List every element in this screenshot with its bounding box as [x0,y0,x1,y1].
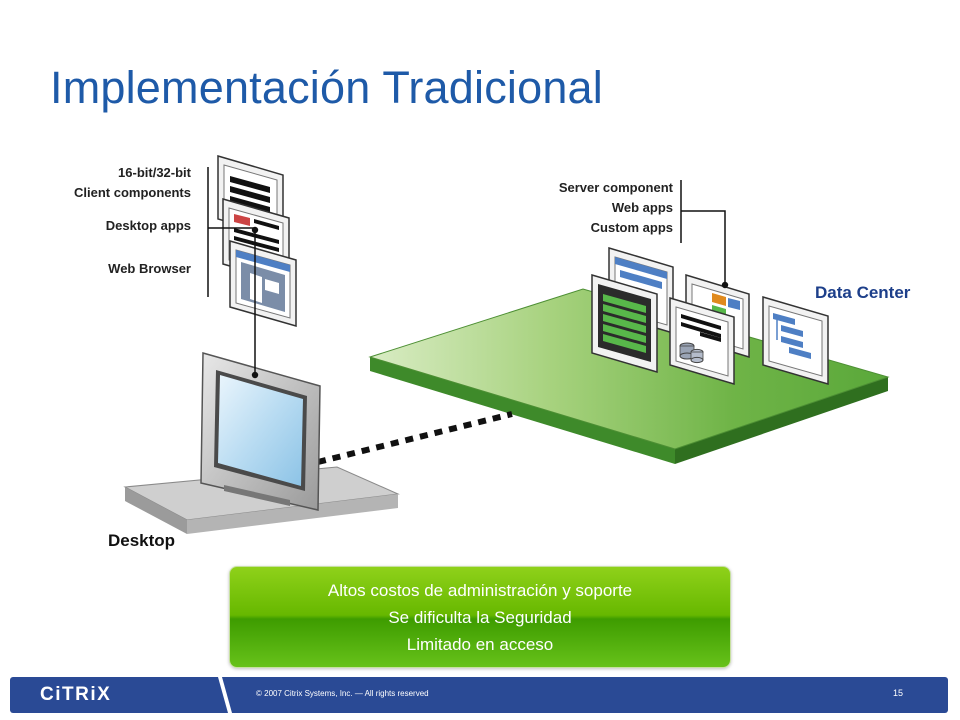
footer-divider [218,677,232,713]
server-app-documents-icon [591,246,829,386]
client-app-documents-icon [217,154,297,327]
database-doc [669,296,735,386]
citrix-logo: CiTRiX [40,684,112,705]
web-browser-doc [229,240,297,327]
org-chart-doc [762,295,829,386]
data-center-platform [368,288,890,464]
desktop-computer-icon [123,352,400,534]
server-apps-connector [681,210,726,285]
desktop-label: Desktop [108,531,176,550]
issue-line: Altos costos de administración y soporte [327,580,633,600]
label-server-component: Server component [558,180,673,195]
label-desktop-apps: Desktop apps [105,218,191,233]
issue-line: Se dificulta la Seguridad [388,607,572,627]
data-center-label: Data Center [815,283,911,302]
label-web-browser: Web Browser [108,261,191,276]
issues-banner: Altos costos de administración y soporte… [229,566,731,668]
server-component-doc [591,273,658,374]
copyright-text: © 2007 Citrix Systems, Inc. — All rights… [256,689,429,698]
label-16-32-bit: 16-bit/32-bit [118,165,191,180]
page-number: 15 [893,688,904,698]
network-connector [317,411,513,465]
label-client-components: Client components [73,185,191,200]
footer-bar [10,677,948,713]
label-custom-apps: Custom apps [590,220,673,235]
slide-title: Implementación Tradicional [50,62,603,113]
issue-line: Limitado en acceso [406,634,554,654]
label-web-apps: Web apps [611,200,673,215]
